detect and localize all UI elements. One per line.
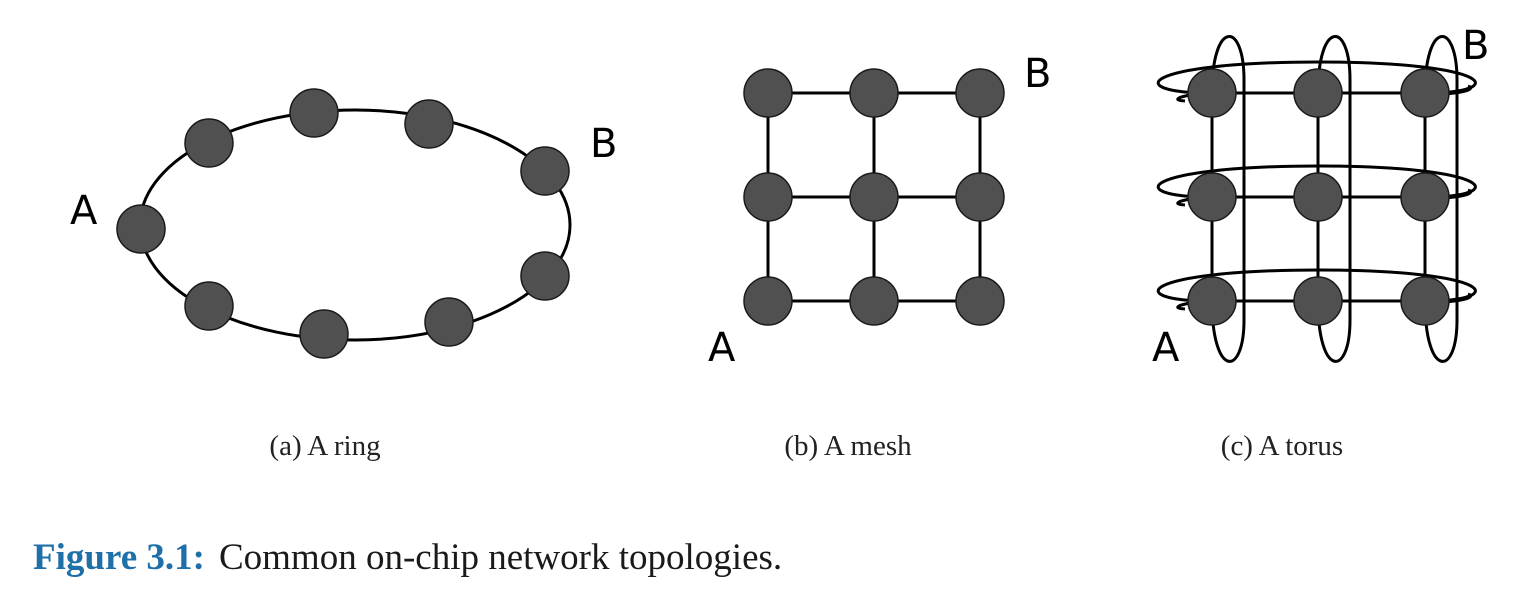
figure-caption-text: Common on-chip network topologies.	[218, 537, 783, 578]
mesh-node	[849, 68, 899, 118]
mesh-node	[743, 68, 793, 118]
torus-endpoint-b: B	[1462, 23, 1489, 69]
mesh-subcaption: (b) A mesh	[784, 430, 912, 462]
torus-panel: A B (c) A torus	[1152, 23, 1489, 462]
ring-node	[184, 281, 234, 331]
figure-caption: Figure 3.1: Common on-chip network topolo…	[33, 536, 782, 579]
ring-subcaption: (a) A ring	[269, 430, 380, 462]
ring-endpoint-b: B	[590, 121, 617, 167]
torus-row-wrap	[1156, 60, 1477, 95]
mesh-node	[743, 172, 793, 222]
ring-node	[299, 309, 349, 359]
torus-node	[1293, 172, 1343, 222]
torus-node	[1293, 68, 1343, 118]
ring-node	[520, 251, 570, 301]
torus-node	[1400, 172, 1450, 222]
torus-node	[1293, 276, 1343, 326]
ring-endpoint-a: A	[70, 188, 98, 234]
mesh-endpoint-a: A	[708, 325, 736, 371]
mesh-nodes	[743, 68, 1005, 326]
torus-column-wrap	[1316, 35, 1352, 363]
torus-node	[1400, 68, 1450, 118]
mesh-node	[955, 276, 1005, 326]
torus-nodes	[1187, 68, 1450, 326]
mesh-links	[766, 91, 982, 303]
torus-node	[1187, 68, 1237, 118]
ring-node	[424, 297, 474, 347]
torus-column-wrap	[1210, 35, 1246, 363]
torus-endpoint-a: A	[1152, 325, 1180, 371]
ring-nodes	[116, 88, 570, 359]
mesh-endpoint-b: B	[1024, 51, 1051, 97]
torus-node	[1187, 276, 1237, 326]
figure-caption-label: Figure 3.1:	[33, 537, 205, 578]
mesh-node	[955, 68, 1005, 118]
mesh-node	[849, 172, 899, 222]
mesh-node	[849, 276, 899, 326]
ring-panel: A B (a) A ring	[70, 88, 617, 462]
ring-node	[116, 204, 166, 254]
torus-row-wrap	[1156, 268, 1477, 303]
torus-column-wraps	[1210, 35, 1459, 363]
ring-node	[184, 118, 234, 168]
ring-node	[404, 99, 454, 149]
mesh-panel: A B (b) A mesh	[708, 51, 1051, 462]
ring-node	[520, 146, 570, 196]
mesh-node	[743, 276, 793, 326]
torus-node	[1187, 172, 1237, 222]
torus-row-wrap	[1156, 164, 1477, 199]
ring-node	[289, 88, 339, 138]
torus-node	[1400, 276, 1450, 326]
torus-column-wrap	[1423, 35, 1459, 363]
torus-subcaption: (c) A torus	[1221, 430, 1343, 462]
mesh-node	[955, 172, 1005, 222]
